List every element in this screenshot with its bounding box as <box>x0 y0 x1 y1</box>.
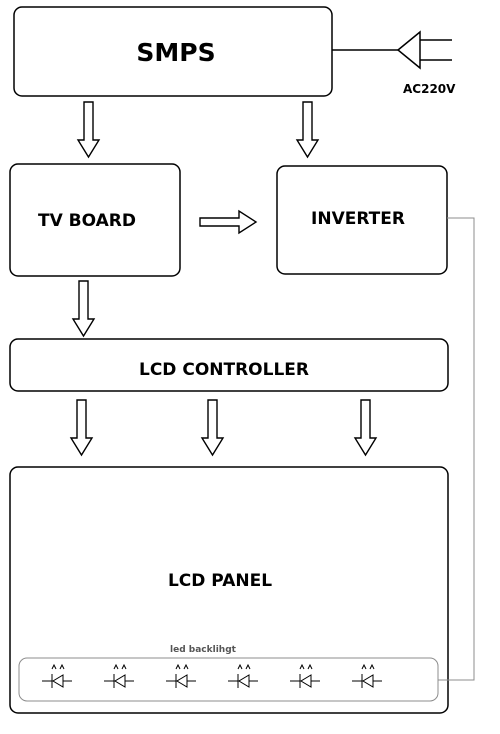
lcd-panel-label: LCD PANEL <box>168 571 272 591</box>
arrow-tv-board-to-inverter <box>199 209 258 235</box>
led-diode-icon <box>352 663 382 688</box>
arrow-controller-to-panel-1 <box>69 399 94 457</box>
tv-board-box <box>9 163 181 277</box>
smps-label: SMPS <box>136 38 215 67</box>
inverter-block: INVERTER <box>276 165 448 275</box>
lcd-controller-block: LCD CONTROLLER <box>9 338 449 392</box>
tv-board-block: TV BOARD <box>9 163 181 277</box>
lcd-panel-box <box>9 466 449 714</box>
plug-body-icon <box>396 30 421 70</box>
smps-block: SMPS <box>13 6 333 97</box>
led-diode-icon <box>166 663 196 688</box>
power-plug: AC220V <box>332 30 456 96</box>
lcd-panel-block: LCD PANEL led backlihgt <box>9 466 449 714</box>
lcd-controller-label: LCD CONTROLLER <box>139 360 309 380</box>
arrow-tv-board-to-lcd-controller <box>71 280 96 338</box>
smps-box <box>13 6 333 97</box>
tv-board-label: TV BOARD <box>38 211 136 231</box>
inverter-to-backlight-wire <box>438 217 475 681</box>
arrow-controller-to-panel-2 <box>200 399 225 457</box>
led-row <box>42 663 382 688</box>
arrow-smps-to-inverter <box>295 101 320 159</box>
led-diode-icon <box>104 663 134 688</box>
led-diode-icon <box>42 663 72 688</box>
led-diode-icon <box>228 663 258 688</box>
inverter-box <box>276 165 448 275</box>
led-diode-icon <box>290 663 320 688</box>
arrow-controller-to-panel-3 <box>353 399 378 457</box>
lcd-controller-box <box>9 338 449 392</box>
power-input-label: AC220V <box>403 82 456 96</box>
inverter-label: INVERTER <box>311 209 405 229</box>
backlight-label: led backlihgt <box>170 645 237 655</box>
arrow-smps-to-tv-board <box>76 101 101 159</box>
